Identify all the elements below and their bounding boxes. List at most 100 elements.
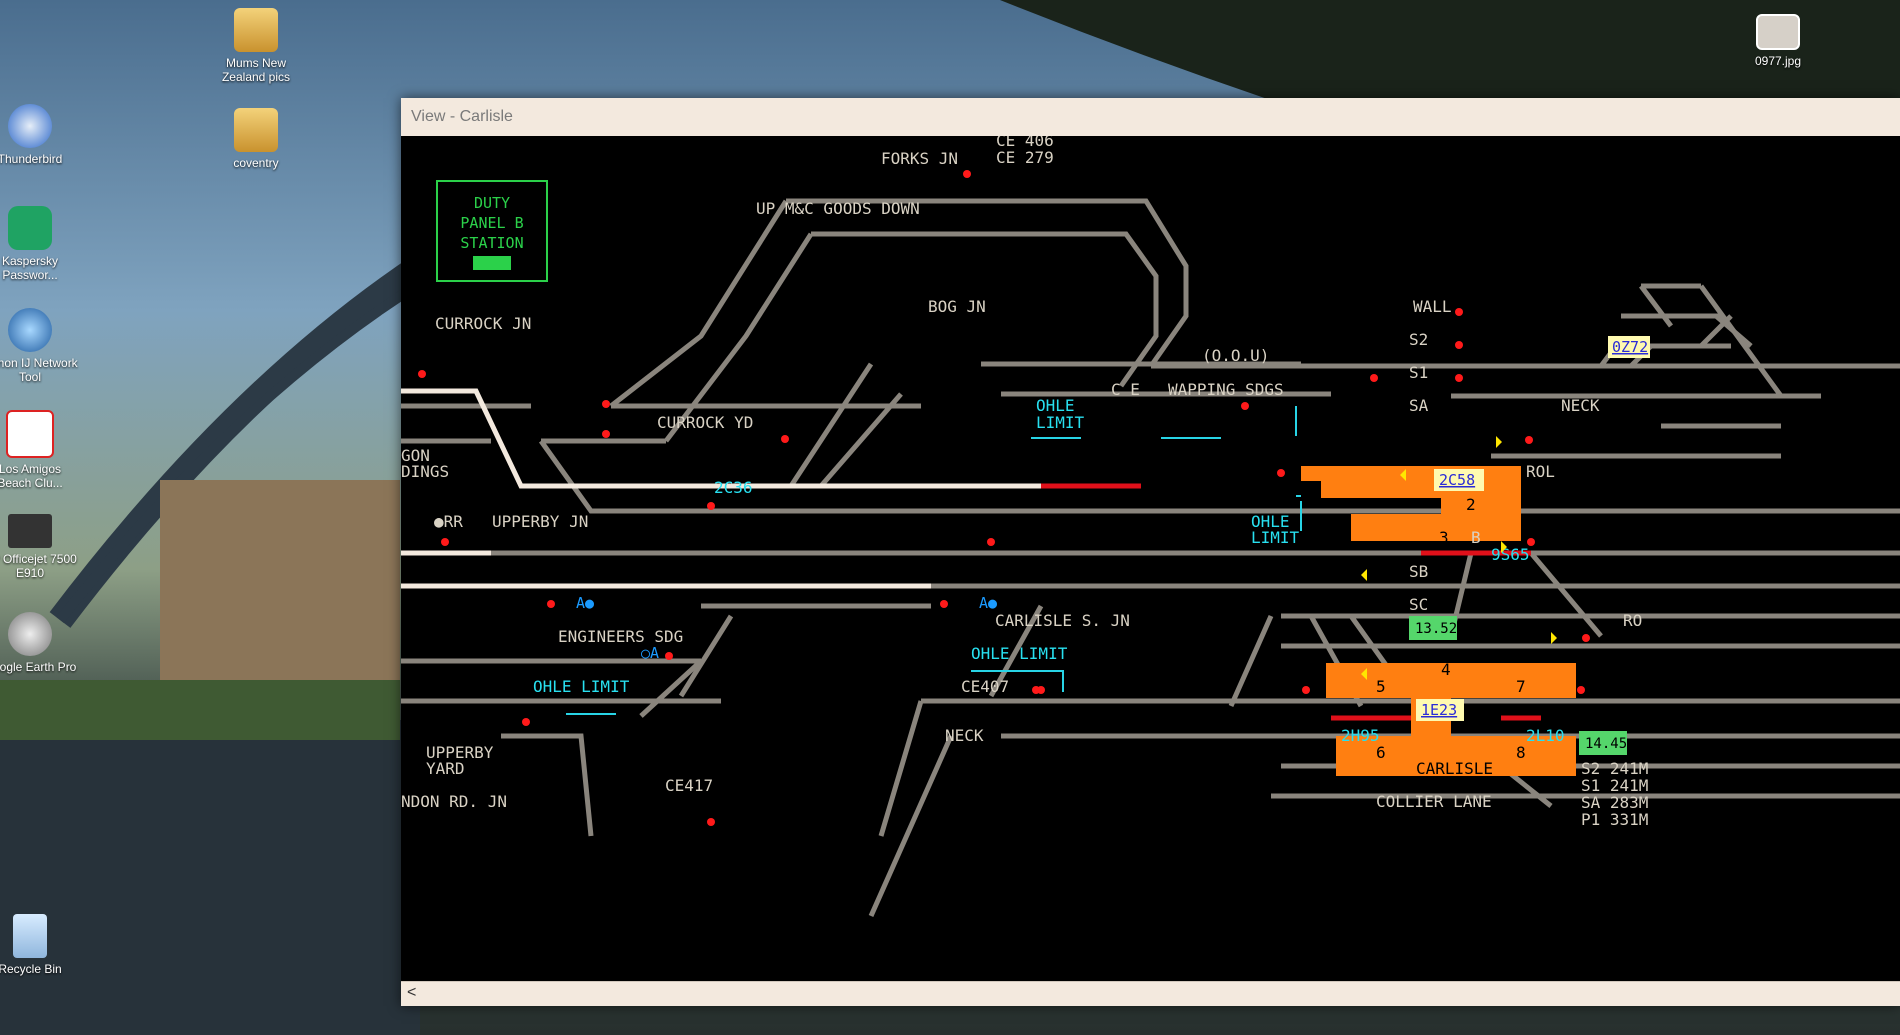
time-indicators: 13.52 14.45: [1409, 616, 1627, 755]
label-sa: SA: [1409, 396, 1429, 415]
signal-red-icon: [963, 170, 971, 178]
signal-red-icon: [987, 538, 995, 546]
label-ohle-1a: OHLE: [1036, 396, 1075, 415]
platform-6: 6: [1376, 743, 1386, 762]
track-network: [401, 198, 1900, 918]
label-sc: SC: [1409, 595, 1428, 614]
headcode-box: [1608, 336, 1650, 358]
carlisle-view-window[interactable]: View - Carlisle DUTY PANEL B STATION: [401, 98, 1900, 1006]
siding-length-list: S2 241M S1 241M SA 283M P1 331M: [1581, 759, 1648, 829]
duty-panel-indicator[interactable]: DUTY PANEL B STATION: [436, 180, 548, 282]
desktop-icon-kaspersky[interactable]: Kaspersky Passwor...: [0, 206, 78, 282]
time-1352: 13.52: [1415, 621, 1457, 637]
label-carlisle-s-jn: CARLISLE S. JN: [995, 611, 1130, 630]
window-titlebar[interactable]: View - Carlisle: [401, 98, 1900, 136]
signal-red-icon: [1527, 538, 1535, 546]
signal-yellow-icon: [1501, 541, 1507, 553]
platform-5: 5: [1376, 677, 1386, 696]
signal-red-icon: [1370, 374, 1378, 382]
headcode-2c36: 2C36: [714, 478, 753, 497]
label-wapping-sdgs: WAPPING SDGS: [1168, 380, 1284, 399]
signal-red-icon: [1455, 308, 1463, 316]
location-labels: CE 406 CE 279 FORKS JN UP M&C GOODS DOWN…: [401, 136, 1642, 811]
signal-red-icon: [781, 435, 789, 443]
signal-yellow-icon: [1361, 569, 1367, 581]
label-ce279: CE 279: [996, 148, 1054, 167]
label-ce406: CE 406: [996, 136, 1054, 150]
duty-label: DUTY: [474, 194, 510, 212]
time-box: [1579, 731, 1627, 755]
key-icon: [8, 206, 52, 250]
headcode-2l10: 2L10: [1526, 726, 1565, 745]
label-s1: S1: [1409, 363, 1428, 382]
platform-4: 4: [1441, 660, 1451, 679]
label-signal-a2: A●: [979, 594, 997, 612]
label-currock-yd: CURROCK YD: [657, 413, 753, 432]
label-upperby-yard-b: YARD: [426, 759, 465, 778]
platform-b: B: [1471, 528, 1481, 547]
label-collier-lane: COLLIER LANE: [1376, 792, 1492, 811]
signal-red-icon: [1037, 686, 1045, 694]
desktop-icon-folder[interactable]: coventry: [208, 108, 304, 170]
label-signal-a3: ○A: [641, 644, 659, 662]
platform-7: 7: [1516, 677, 1526, 696]
headcode-2c58: 2C58: [1439, 471, 1475, 489]
desktop-icon-printer[interactable]: HP Officejet 7500 E910: [0, 514, 78, 580]
desktop-icon-image[interactable]: 0977.jpg: [1730, 14, 1826, 68]
label-forks-jn: FORKS JN: [881, 149, 958, 168]
label-neck-top: NECK: [1561, 396, 1600, 415]
desktop-icon-folder[interactable]: Mums New Zealand pics: [208, 8, 304, 84]
signal-red-icon: [418, 370, 426, 378]
signal-lamps[interactable]: [418, 170, 1590, 826]
signal-yellow-icon: [1400, 469, 1406, 481]
signalling-panel[interactable]: DUTY PANEL B STATION: [401, 136, 1900, 982]
label-rr: ●RR: [434, 512, 463, 531]
label-ce: C E: [1111, 380, 1140, 399]
label-london-rd-jn: NDON RD. JN: [401, 792, 507, 811]
signal-red-icon: [1525, 436, 1533, 444]
signal-yellow-icon: [1361, 668, 1367, 680]
signal-red-icon: [707, 502, 715, 510]
duty-station-label: STATION: [460, 234, 523, 252]
time-1445: 14.45: [1585, 736, 1627, 752]
recycle-bin-icon: [13, 914, 47, 958]
label-ohle-4: OHLE LIMIT: [971, 644, 1068, 663]
desktop-icon-recycle-bin[interactable]: Recycle Bin: [0, 914, 78, 976]
signal-red-icon: [547, 600, 555, 608]
horizontal-scrollbar[interactable]: <: [401, 981, 1900, 1006]
chevron-left-icon[interactable]: <: [407, 984, 417, 1001]
signal-yellow-icon: [1496, 436, 1502, 448]
printer-icon: [8, 514, 52, 548]
label-sb: SB: [1409, 562, 1428, 581]
desktop-icon-canon[interactable]: Canon IJ Network Tool: [0, 308, 78, 384]
signal-red-icon: [1302, 686, 1310, 694]
headcode-0z72: 0Z72: [1612, 338, 1648, 356]
desktop-icon-thunderbird[interactable]: Thunderbird: [0, 104, 78, 166]
pdf-icon: [6, 410, 54, 458]
headcode-box: [1416, 699, 1464, 721]
headcode-9s65: 9S65: [1491, 545, 1530, 564]
signal-red-icon: [441, 538, 449, 546]
label-s2: S2: [1409, 330, 1428, 349]
time-box: [1409, 616, 1457, 640]
desktop-icon-pdf[interactable]: Los Amigos Beach Clu...: [0, 410, 78, 490]
duty-panel-label: PANEL B: [460, 214, 523, 232]
desktop-icon-google-earth[interactable]: Google Earth Pro: [0, 612, 78, 674]
label-neck-mid: NECK: [945, 726, 984, 745]
track-diagram[interactable]: DUTY PANEL B STATION: [401, 136, 1900, 982]
label-upperby-yard-a: UPPERBY: [426, 743, 494, 762]
globe-icon: [8, 308, 52, 352]
label-signal-a1: A●: [576, 594, 594, 612]
headcode-box: [1434, 469, 1484, 491]
train-headcodes[interactable]: 2C36 2C58 9S65 1E23 2H95 2L10 0Z72: [714, 336, 1650, 745]
label-ce407: CE407: [961, 677, 1009, 696]
signal-red-icon: [940, 600, 948, 608]
label-ohle-2b: LIMIT: [1251, 528, 1300, 547]
label-up-mc-goods: UP M&C GOODS DOWN: [756, 199, 920, 218]
label-dings: DINGS: [401, 462, 449, 481]
label-gon: GON: [401, 446, 430, 465]
signal-yellow-icon: [1551, 632, 1557, 644]
label-ce417: CE417: [665, 776, 713, 795]
platform-3: 3: [1439, 528, 1449, 547]
